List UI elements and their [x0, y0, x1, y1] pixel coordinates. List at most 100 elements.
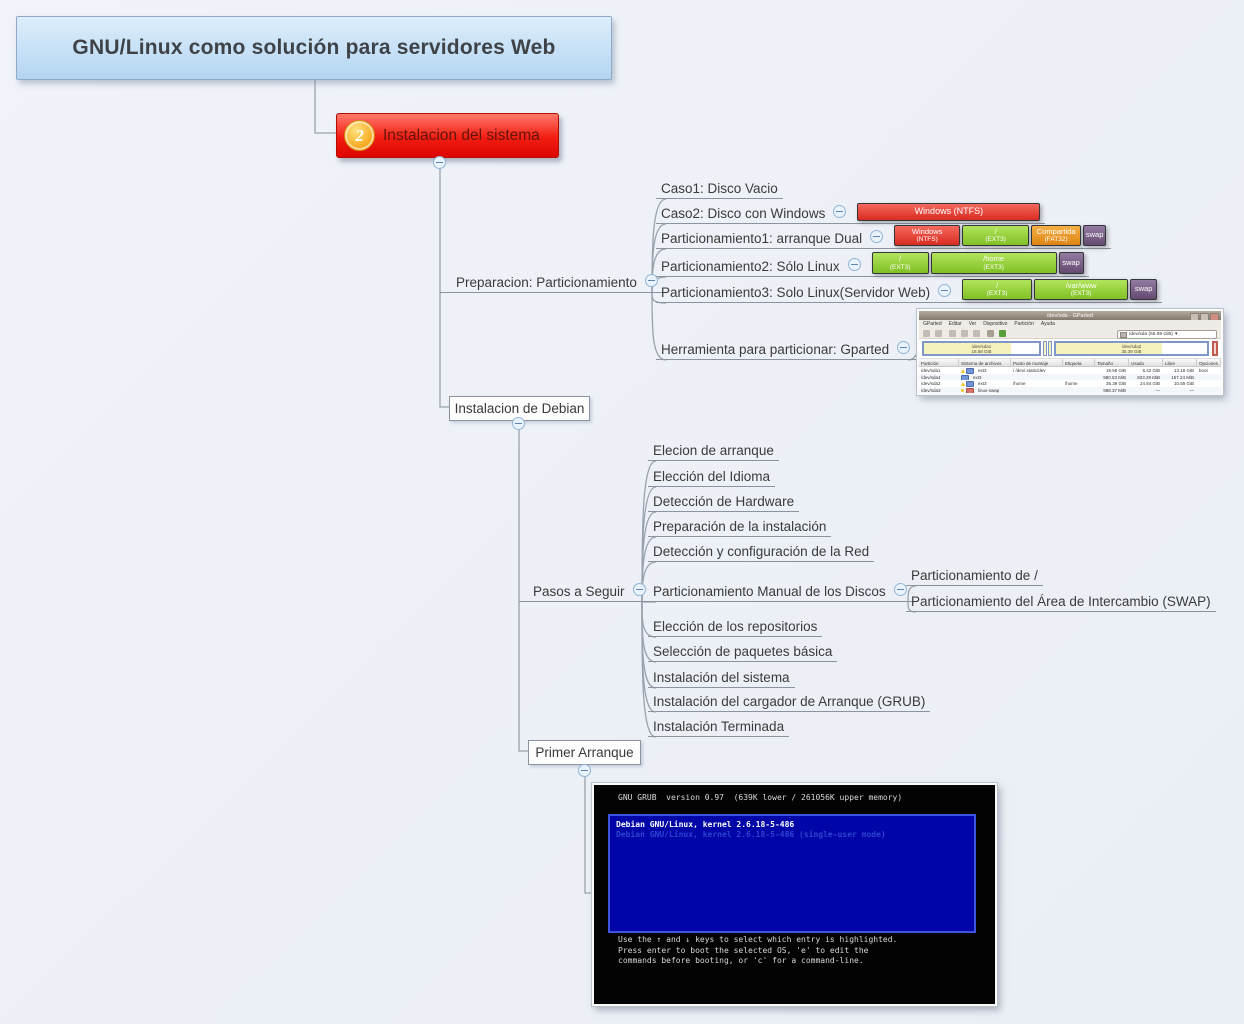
- node-paso-preparacion-instalacion[interactable]: Preparación de la instalación: [648, 519, 832, 537]
- apply-check-icon: [999, 330, 1006, 337]
- partition-segment-label: swap: [1085, 230, 1104, 240]
- node-herramienta-gparted[interactable]: Herramienta para particionar: Gparted: [656, 341, 917, 360]
- partition-segment-sublabel: (FAT32): [1044, 236, 1068, 244]
- node-label: Selección de paquetes básica: [653, 644, 833, 659]
- fs-color-swatch: [966, 381, 974, 387]
- grub-entry-selected: Debian GNU/Linux, kernel 2.6.18-5-486: [616, 820, 795, 829]
- topic-label: Instalacion del sistema: [383, 126, 540, 144]
- node-paso-instalacion-grub[interactable]: Instalación del cargador de Arranque (GR…: [648, 694, 931, 712]
- partition-segment-label: /: [899, 254, 902, 264]
- node-particionamiento2-solo-linux[interactable]: Particionamiento2: Sólo Linux /(EXT3) /h…: [656, 252, 1089, 277]
- node-particionamiento-swap[interactable]: Particionamiento del Área de Intercambio…: [906, 594, 1216, 612]
- node-label: Instalacion de Debian: [454, 401, 585, 416]
- fs-color-swatch: [961, 374, 969, 380]
- gparted-menubar: GParted Editar Ver Dispositivo Partición…: [919, 320, 1221, 328]
- device-label: /dev/sda (55.89 GiB): [1129, 332, 1173, 337]
- node-label: Detección de Hardware: [653, 494, 795, 509]
- partition-segment-sublabel: (EXT3): [985, 236, 1006, 244]
- node-preparacion-particionamiento[interactable]: Preparacion: Particionamiento: [440, 274, 664, 293]
- partition-segment-sublabel: (EXT3): [983, 263, 1004, 271]
- node-paso-eleccion-idioma[interactable]: Elección del Idioma: [648, 469, 776, 487]
- node-paso-deteccion-hardware[interactable]: Detección de Hardware: [648, 494, 800, 512]
- partition-strip-swap: [1212, 341, 1218, 356]
- gparted-titlebar: /dev/sda - GParted: [919, 311, 1221, 321]
- node-label: Particionamiento de /: [911, 568, 1038, 583]
- undo-icon: [987, 330, 994, 337]
- menu-item: Partición: [1014, 321, 1034, 327]
- fs-color-swatch: [966, 368, 974, 374]
- node-label: Elección de los repositorios: [653, 619, 818, 634]
- grub-help-text: Use the ↑ and ↓ keys to select which ent…: [618, 935, 898, 965]
- gparted-window-title: /dev/sda - GParted: [1046, 312, 1094, 319]
- partition-segment-label: Windows: [911, 226, 943, 236]
- partition-strip: [1043, 341, 1047, 356]
- node-instalacion-de-debian[interactable]: Instalacion de Debian: [449, 396, 590, 421]
- grub-screenshot-image: GNU GRUB version 0.97 (639K lower / 2610…: [592, 783, 997, 1006]
- partition-segment-sublabel: (EXT3): [986, 290, 1008, 298]
- collapse-icon[interactable]: [870, 230, 884, 243]
- grub-header: GNU GRUB version 0.97 (639K lower / 2610…: [618, 793, 903, 802]
- node-paso-seleccion-paquetes[interactable]: Selección de paquetes básica: [648, 644, 838, 662]
- menu-item: Ver: [968, 321, 977, 327]
- node-particionamiento3-servidor-web[interactable]: Particionamiento3: Solo Linux(Servidor W…: [656, 279, 1163, 303]
- fs-color-swatch: [966, 387, 974, 393]
- collapse-icon[interactable]: [893, 583, 907, 596]
- root-topic-label: GNU/Linux como solución para servidores …: [72, 36, 556, 59]
- node-particionamiento-de-raiz[interactable]: Particionamiento de /: [906, 568, 1043, 586]
- node-label: Caso1: Disco Vacio: [661, 181, 778, 196]
- collapse-icon[interactable]: [833, 205, 847, 218]
- node-label: Preparación de la instalación: [653, 519, 827, 534]
- collapse-icon[interactable]: [847, 258, 861, 271]
- node-paso-instalacion-terminada[interactable]: Instalación Terminada: [648, 719, 790, 737]
- collapse-icon[interactable]: [632, 583, 646, 596]
- node-label: Preparacion: Particionamiento: [456, 275, 637, 290]
- collapse-icon[interactable]: [578, 764, 591, 777]
- toolbar-icon: [961, 330, 968, 337]
- node-pasos-a-seguir[interactable]: Pasos a Seguir: [519, 583, 652, 602]
- node-paso-instalacion-sistema[interactable]: Instalación del sistema: [648, 670, 795, 688]
- node-primer-arranque[interactable]: Primer Arranque: [528, 740, 641, 765]
- warning-icon: [961, 382, 965, 386]
- partition-segment-label: Compartida: [1036, 226, 1076, 236]
- grub-menu-box: Debian GNU/Linux, kernel 2.6.18-5-486 De…: [608, 814, 976, 933]
- node-label: Particionamiento del Área de Intercambio…: [911, 594, 1211, 609]
- node-caso2-disco-con-windows[interactable]: Caso2: Disco con Windows Windows (NTFS): [656, 203, 1046, 224]
- node-caso1-disco-vacio[interactable]: Caso1: Disco Vacio: [656, 181, 783, 199]
- collapse-icon[interactable]: [938, 284, 952, 297]
- node-paso-elecion-arranque[interactable]: Elecion de arranque: [648, 443, 779, 461]
- node-label: Elección del Idioma: [653, 469, 771, 484]
- collapse-icon[interactable]: [644, 274, 658, 287]
- collapse-icon[interactable]: [433, 156, 446, 169]
- topic-instalacion-del-sistema[interactable]: 2 Instalacion del sistema: [336, 113, 559, 158]
- node-paso-particionamiento-manual[interactable]: Particionamiento Manual de los Discos: [648, 583, 913, 602]
- node-particionamiento1-arranque-dual[interactable]: Particionamiento1: arranque Dual Windows…: [656, 225, 1112, 249]
- node-label: Caso2: Disco con Windows: [661, 206, 826, 221]
- node-label: Particionamiento Manual de los Discos: [653, 584, 886, 599]
- node-label: Particionamiento1: arranque Dual: [661, 231, 863, 246]
- collapse-icon[interactable]: [512, 417, 525, 430]
- node-label: Particionamiento2: Sólo Linux: [661, 259, 840, 274]
- toolbar-icon: [923, 330, 930, 337]
- partition-strip: [1048, 341, 1052, 356]
- node-label: Detección y configuración de la Red: [653, 544, 870, 559]
- partition-segment-label: swap: [1134, 284, 1153, 294]
- node-paso-deteccion-red[interactable]: Detección y configuración de la Red: [648, 544, 875, 562]
- root-topic[interactable]: GNU/Linux como solución para servidores …: [16, 16, 612, 80]
- node-paso-eleccion-repositorios[interactable]: Elección de los repositorios: [648, 619, 823, 637]
- node-label: Instalación Terminada: [653, 719, 785, 734]
- disk-layout-image-windows-ntfs: Windows (NTFS): [857, 203, 1041, 221]
- device-selector: /dev/sda (55.89 GiB)▾: [1117, 330, 1217, 339]
- partition-segment-label: /var/www: [1065, 280, 1097, 290]
- partition-segment-label: Windows (NTFS): [914, 206, 984, 217]
- warning-icon: [961, 369, 965, 373]
- partition-segment-sublabel: (EXT3): [1070, 290, 1092, 298]
- collapse-icon[interactable]: [897, 341, 911, 354]
- toolbar-icon: [949, 330, 956, 337]
- toolbar-icon: [973, 330, 980, 337]
